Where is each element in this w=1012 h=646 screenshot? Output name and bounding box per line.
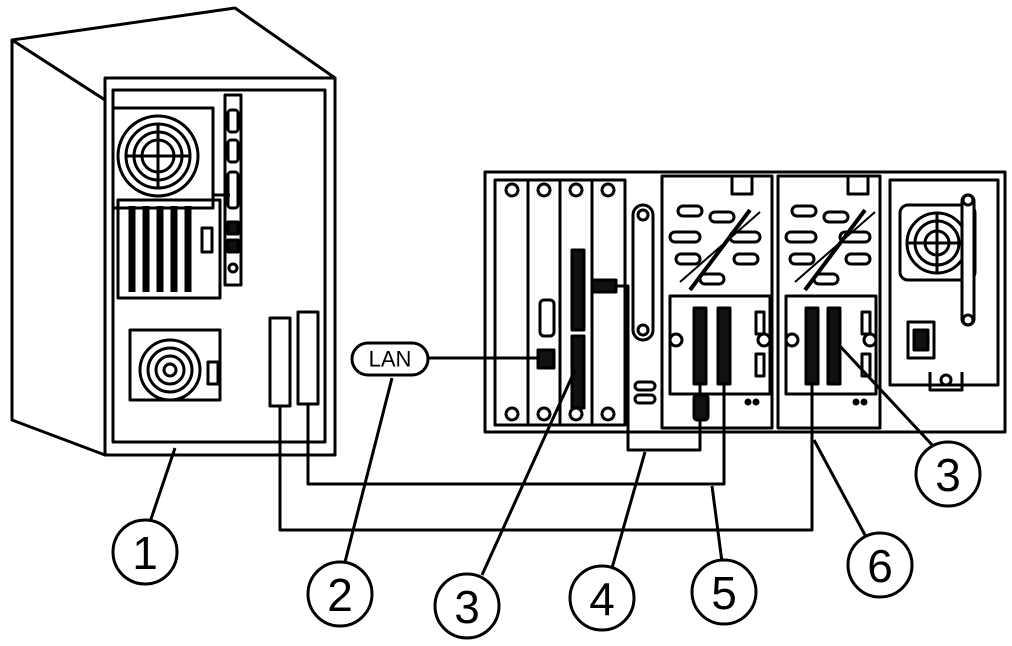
power-switch	[906, 320, 936, 360]
callout-3-right: 3	[914, 440, 982, 508]
lan-port	[536, 348, 556, 370]
cables	[278, 278, 814, 532]
scsi-terminator	[631, 203, 657, 405]
power-supply-module	[888, 178, 1000, 392]
host-scsi-card-b	[296, 310, 320, 406]
callout-6-text: 6	[867, 540, 893, 592]
io-ports	[223, 93, 243, 287]
drive1-scsi-b	[716, 306, 732, 386]
callout-3-left: 3	[433, 572, 501, 640]
cable-host-to-drive1	[306, 384, 726, 486]
callout-4: 4	[568, 564, 636, 632]
callout-4-text: 4	[589, 573, 615, 625]
callout-2: 2	[306, 560, 374, 628]
drive2-scsi-a	[804, 306, 820, 386]
tape-drive-2	[776, 174, 882, 430]
callout-1: 1	[111, 518, 179, 586]
drive1-scsi-a	[692, 306, 708, 386]
controller-scsi-lower	[570, 334, 586, 410]
lan-label-text: LAN	[369, 347, 412, 372]
cable-host-to-drive2	[278, 384, 814, 532]
callout-1-text: 1	[132, 527, 158, 579]
tape-library	[483, 170, 1007, 434]
callout-5-text: 5	[711, 567, 737, 619]
host-computer	[10, 6, 337, 457]
expansion-slots	[116, 198, 222, 300]
host-scsi-card-a	[268, 316, 292, 408]
lan-label: LAN	[350, 341, 430, 377]
callout-leaders	[148, 342, 937, 576]
lower-fan-icon	[128, 328, 222, 402]
controller-scsi-upper	[570, 248, 586, 332]
callout-6: 6	[846, 531, 914, 599]
callout-3-left-text: 3	[454, 581, 480, 633]
callout-2-text: 2	[327, 569, 353, 621]
callout-3-right-text: 3	[935, 449, 961, 501]
controller-card-cage	[493, 178, 627, 427]
psu-fan-icon	[111, 106, 215, 210]
tape-drive-1	[660, 174, 774, 430]
callout-5: 5	[690, 558, 758, 626]
cable-controller-to-drive1	[590, 278, 710, 452]
